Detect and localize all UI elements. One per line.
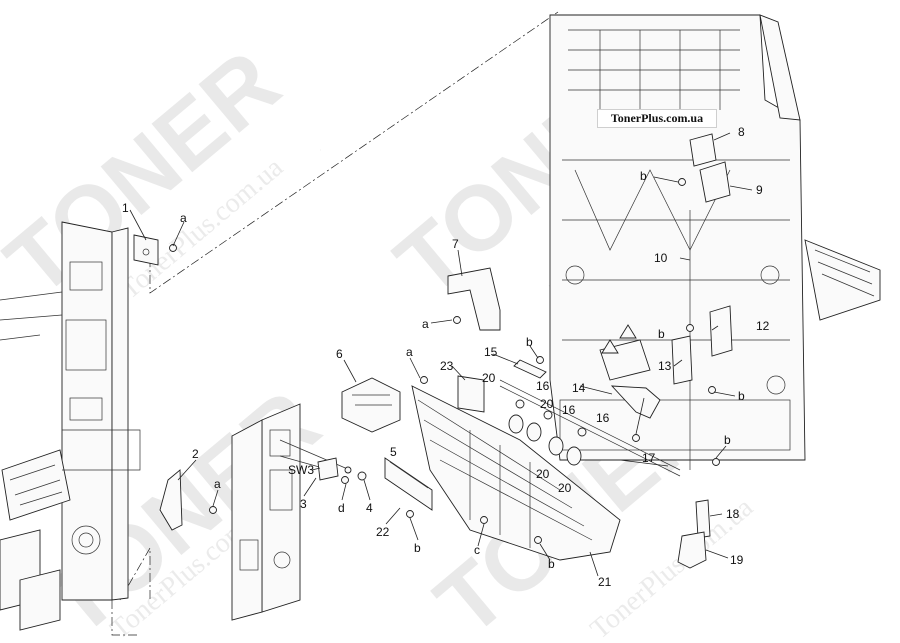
watermark-brand-box: TonerPlus.com.ua [597, 109, 717, 128]
callout-1: 1 [122, 201, 129, 215]
part-12-block [709, 305, 733, 357]
callout-a: a [214, 477, 221, 491]
part-2-bracket [159, 469, 183, 531]
part-8-lever [689, 133, 717, 167]
part-18-spring [695, 499, 711, 539]
callout-b: b [640, 169, 647, 183]
callout-b: b [724, 433, 731, 447]
callout-b: b [658, 327, 665, 341]
callout-3: 3 [300, 497, 307, 511]
callout-20: 20 [536, 467, 550, 481]
callout-20: 20 [482, 371, 496, 385]
callout-a: a [406, 345, 413, 359]
part-14-lever [610, 385, 661, 419]
callout-20: 20 [540, 397, 554, 411]
part-3-switch [317, 457, 339, 481]
callout-14: 14 [572, 381, 586, 395]
callout-19: 19 [730, 553, 744, 567]
screws [169, 178, 720, 544]
part-20-rollers [508, 414, 582, 466]
callout-a: a [180, 211, 187, 225]
part-23-bracket [457, 375, 485, 413]
part-19-lever [677, 531, 707, 569]
part-7-bracket [447, 267, 501, 331]
callout-d: d [338, 501, 345, 515]
right-frame-assembly [549, 14, 881, 461]
callout-16: 16 [562, 403, 576, 417]
center-frame-assembly [231, 403, 351, 621]
callout-12: 12 [756, 319, 770, 333]
callout-4: 4 [366, 501, 373, 515]
callout-c: c [474, 543, 480, 557]
callout-5: 5 [390, 445, 397, 459]
callout-16: 16 [596, 411, 610, 425]
callout-20: 20 [558, 481, 572, 495]
left-frame-assembly [0, 221, 141, 631]
callout-b: b [738, 389, 745, 403]
callout-21: 21 [598, 575, 612, 589]
callout-b: b [548, 557, 555, 571]
callout-b: b [414, 541, 421, 555]
callout-8: 8 [738, 125, 745, 139]
leader-lines [129, 132, 753, 577]
callout-22: 22 [376, 525, 390, 539]
callout-6: 6 [336, 347, 343, 361]
callout-15: 15 [484, 345, 498, 359]
part-9-sensor [699, 161, 731, 203]
callout-labels: 1 2 3 4 5 6 7 8 9 10 12 13 14 15 16 16 1… [122, 125, 770, 589]
part-1-bracket [133, 234, 159, 266]
part-5-spring [344, 466, 352, 474]
part-15-plate [513, 359, 547, 379]
callout-18: 18 [726, 507, 740, 521]
callout-sw3: SW3 [288, 463, 314, 477]
callout-10: 10 [654, 251, 668, 265]
callout-a: a [422, 317, 429, 331]
callout-16: 16 [536, 379, 550, 393]
callout-b: b [526, 335, 533, 349]
parts [133, 133, 733, 569]
part-4-spring [357, 471, 367, 481]
part-22-guide [384, 457, 433, 511]
callout-2: 2 [192, 447, 199, 461]
callout-23: 23 [440, 359, 454, 373]
callout-9: 9 [756, 183, 763, 197]
callout-17: 17 [642, 451, 656, 465]
callout-13: 13 [658, 359, 672, 373]
assembly-lines [111, 11, 559, 636]
callout-7: 7 [452, 237, 459, 251]
